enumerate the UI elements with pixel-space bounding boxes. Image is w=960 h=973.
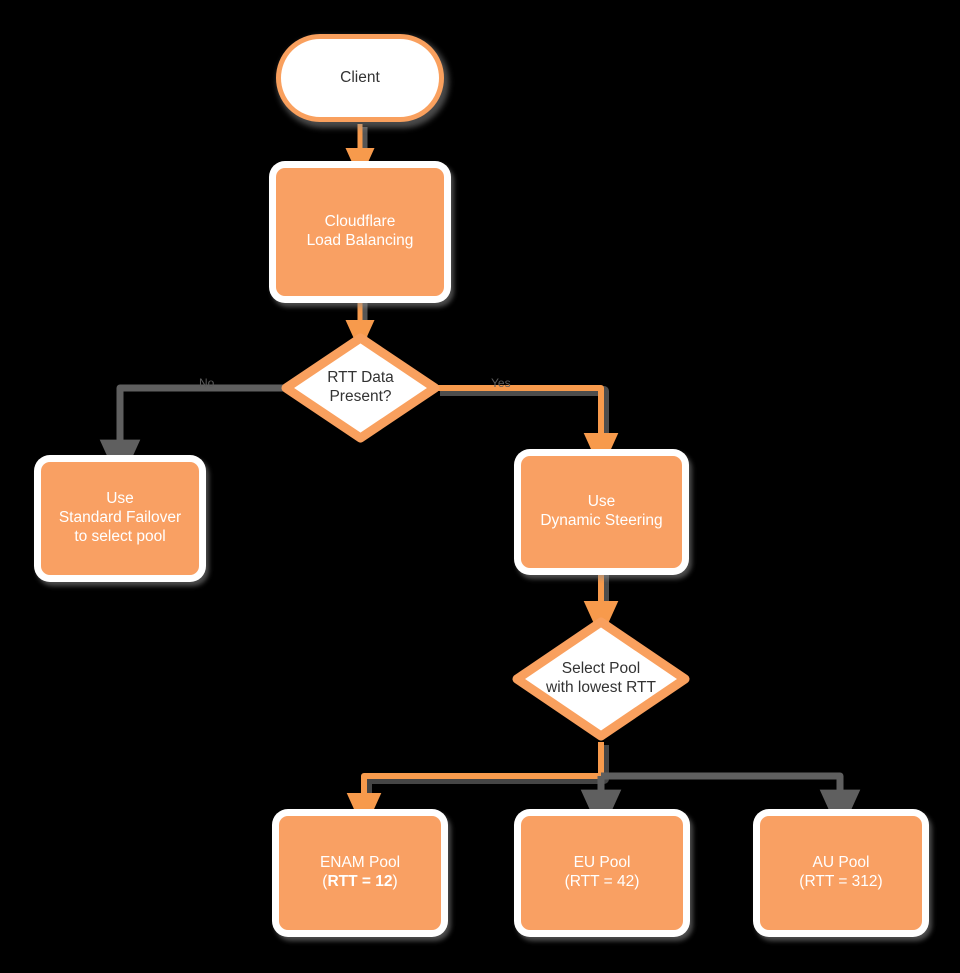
edge-label-no: No — [199, 376, 215, 390]
select-pool-diamond-shape — [512, 617, 690, 741]
node-dynamic-steering[interactable]: Use Dynamic Steering — [521, 456, 682, 568]
node-enam-pool-paren-open: ( — [322, 873, 328, 890]
node-dynamic-steering-label-line1: Use — [587, 493, 616, 511]
edge-rtt-to-standard-failover — [99, 384, 284, 485]
node-rtt-decision-label-line2: Present? — [329, 388, 392, 405]
rtt-decision-diamond-shape — [281, 333, 440, 443]
node-rtt-decision-label-line1: RTT Data — [327, 369, 394, 387]
edge-label-yes: Yes — [491, 376, 511, 390]
edge-select-pool-to-enam — [346, 742, 609, 832]
node-enam-pool-paren-close: ) — [392, 873, 398, 890]
node-standard-failover-label-line1: Use — [106, 490, 134, 508]
node-select-pool-label-line1: Select Pool — [561, 660, 641, 678]
node-select-pool[interactable]: Select Pool with lowest RTT — [511, 616, 691, 742]
node-au-pool-label-line2: (RTT = 312) — [799, 873, 883, 890]
node-standard-failover[interactable]: Use Standard Failover to select pool — [41, 462, 199, 575]
node-client[interactable]: Client — [276, 34, 444, 122]
node-standard-failover-label-line3: to select pool — [74, 527, 166, 545]
node-load-balancing-label-line2: Load Balancing — [306, 232, 414, 249]
node-select-pool-label-line2: with lowest RTT — [546, 679, 656, 696]
node-dynamic-steering-label-line2: Dynamic Steering — [540, 512, 663, 529]
node-enam-pool[interactable]: ENAM Pool (RTT = 12) — [279, 816, 441, 930]
node-enam-pool-label-line1: ENAM Pool — [319, 854, 401, 872]
node-eu-pool-label-line1: EU Pool — [573, 854, 631, 872]
node-eu-pool[interactable]: EU Pool (RTT = 42) — [521, 816, 683, 930]
edge-client-to-loadbalancing — [345, 124, 375, 180]
node-rtt-decision[interactable]: RTT Data Present? — [280, 332, 441, 444]
node-eu-pool-label-line2: (RTT = 42) — [564, 873, 640, 890]
edge-rtt-to-dynamic-steering — [437, 385, 619, 472]
edge-select-pool-to-au — [601, 772, 861, 835]
node-load-balancing[interactable]: Cloudflare Load Balancing — [276, 168, 444, 296]
node-load-balancing-label-line1: Cloudflare — [324, 213, 396, 231]
node-standard-failover-label-line2: Standard Failover — [58, 509, 182, 527]
node-au-pool[interactable]: AU Pool (RTT = 312) — [760, 816, 922, 930]
node-enam-pool-label-line2: (RTT = 12) — [320, 873, 400, 892]
node-au-pool-label-line1: AU Pool — [812, 854, 870, 872]
node-enam-pool-rtt-value: RTT = 12 — [327, 873, 393, 890]
node-client-label: Client — [340, 68, 380, 86]
